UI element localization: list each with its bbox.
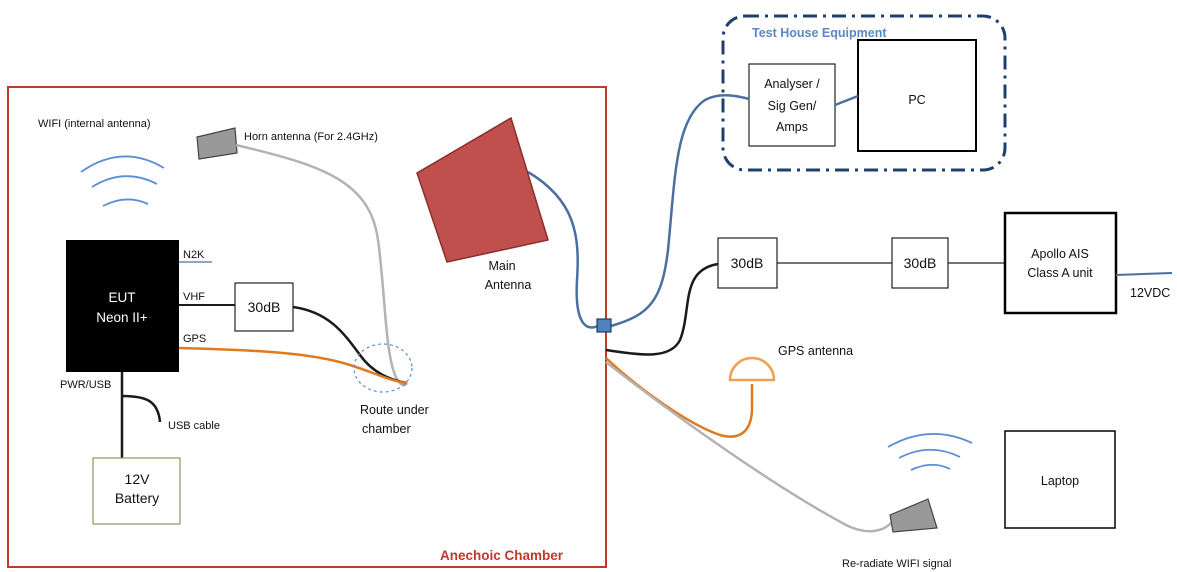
- attenuator-2-box: [891, 237, 949, 289]
- pc-label: PC: [908, 93, 925, 107]
- main-antenna-label-1: Main: [488, 259, 515, 273]
- cable-wall-to-attenuator: [605, 262, 719, 356]
- horn-antenna-label: Horn antenna (For 2.4GHz): [244, 131, 378, 143]
- pc-box: [857, 39, 977, 152]
- apollo-ais-box: [1003, 211, 1118, 315]
- cable-attenuator-to-route: [292, 305, 408, 385]
- main-antenna-label-2: Antenna: [485, 278, 532, 292]
- test-house-equipment-group: [721, 14, 1007, 172]
- wifi-internal-waves-icon: [80, 155, 165, 207]
- reradiate-wifi-waves-icon: [887, 433, 973, 471]
- laptop-label: Laptop: [1041, 474, 1079, 488]
- usb-cable: [121, 394, 162, 423]
- analyser-pc-cable: [834, 94, 859, 107]
- power-12vdc-cable: [1115, 272, 1173, 276]
- usb-cable-label: USB cable: [168, 420, 220, 432]
- battery-box: [92, 457, 181, 525]
- test-house-label: Test House Equipment: [752, 26, 887, 40]
- main-antenna-icon: [416, 116, 549, 263]
- laptop-box: [1004, 430, 1116, 529]
- route-label-1: Route under: [360, 403, 429, 417]
- analyser-label-2: Sig Gen/: [768, 99, 817, 113]
- attenuator-1-box: [717, 237, 778, 289]
- vhf-label: VHF: [183, 291, 205, 303]
- analyser-box: [748, 63, 836, 147]
- anechoic-chamber-label: Anechoic Chamber: [440, 548, 564, 563]
- apollo-label-2: Class A unit: [1027, 266, 1093, 280]
- reradiate-horn-antenna-icon: [889, 498, 938, 533]
- attenuator-2-label: 30dB: [904, 255, 937, 271]
- analyser-label-3: Amps: [776, 120, 808, 134]
- cable-horn-to-route: [235, 143, 409, 387]
- attenuator-1-label: 30dB: [731, 255, 764, 271]
- battery-label-1: 12V: [125, 471, 151, 487]
- eut-box: [66, 240, 179, 372]
- n2k-label: N2K: [183, 249, 205, 261]
- reradiate-label: Re-radiate WIFI signal: [842, 558, 951, 570]
- battery-label-2: Battery: [115, 490, 159, 506]
- cable-connector-to-analyser: [610, 94, 750, 328]
- eut-label-2: Neon II+: [96, 310, 148, 325]
- cable-wall-to-gps-antenna: [605, 357, 754, 438]
- apollo-label-1: Apollo AIS: [1031, 247, 1089, 261]
- gps-antenna-label: GPS antenna: [778, 344, 853, 358]
- vdc-label: 12VDC: [1130, 286, 1170, 300]
- cable-wall-to-reradiate-horn: [605, 361, 893, 533]
- cable-main-antenna-to-connector: [527, 170, 599, 329]
- connector-icon: [596, 318, 612, 333]
- gps-label: GPS: [183, 333, 206, 345]
- pwr-usb-label: PWR/USB: [60, 379, 111, 391]
- route-under-chamber-circle: [353, 343, 413, 393]
- analyser-label-1: Analyser /: [764, 77, 820, 91]
- eut-label-1: EUT: [109, 290, 136, 305]
- cable-gps-to-route: [178, 346, 408, 385]
- gps-antenna-icon: [728, 356, 776, 382]
- wifi-internal-label: WIFI (internal antenna): [38, 118, 151, 130]
- attenuator-inside-label: 30dB: [248, 299, 281, 315]
- horn-antenna-icon: [196, 127, 238, 160]
- route-label-2: chamber: [362, 422, 411, 436]
